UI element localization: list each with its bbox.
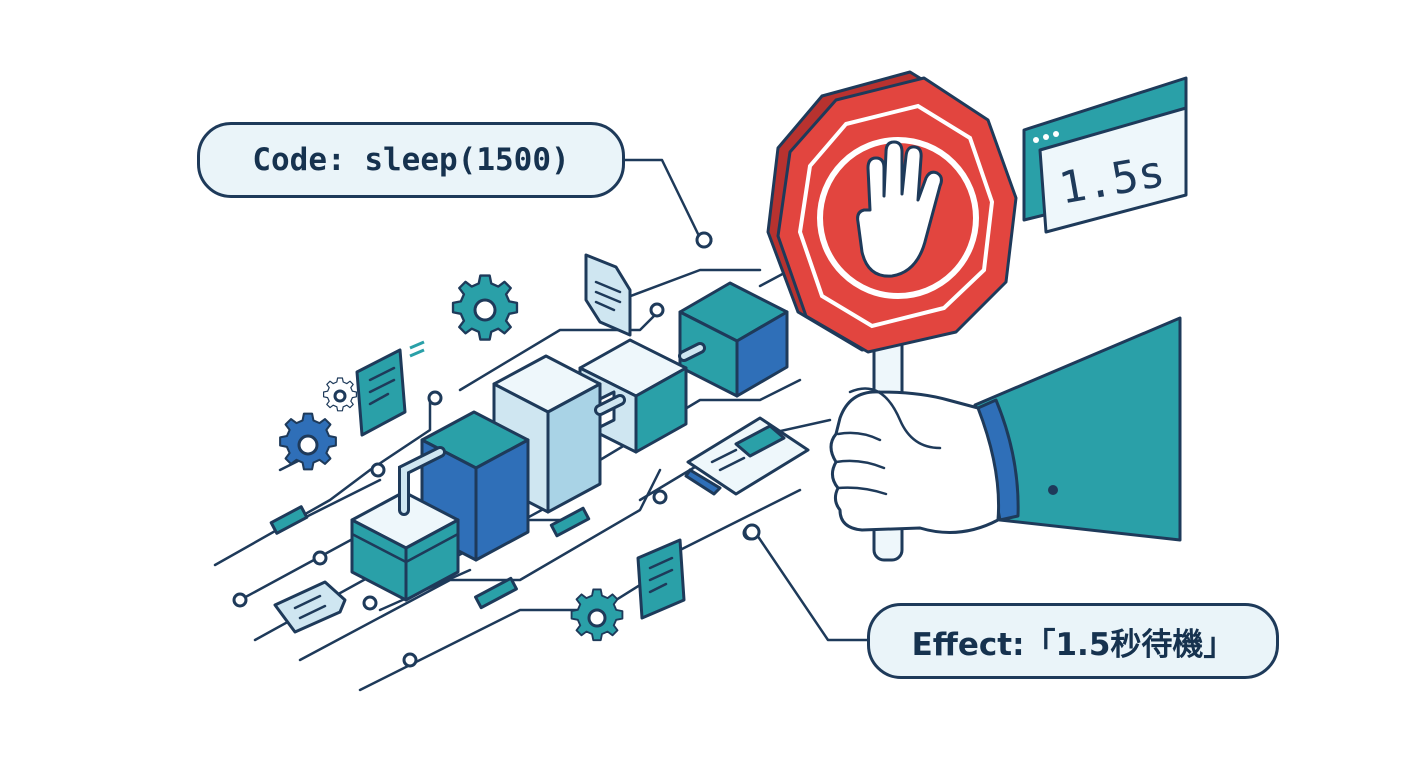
gear-icon: [451, 274, 519, 341]
gear-icon: [279, 412, 337, 471]
effect-callout: Effect:「1.5秒待機」: [867, 603, 1279, 679]
pipeline-blocks: [350, 268, 792, 602]
document-icon: [273, 580, 347, 634]
document-icon: [584, 253, 632, 337]
timer-display-icon: 1.5s: [1022, 76, 1188, 234]
effect-label: Effect:「1.5秒待機」: [911, 626, 1235, 663]
document-icon: [684, 416, 810, 496]
document-icon: [355, 340, 425, 437]
gear-icon: [322, 377, 358, 412]
code-label: Code: sleep(1500): [252, 142, 570, 178]
hand-arm-icon: [829, 316, 1182, 542]
code-callout: Code: sleep(1500): [197, 122, 625, 198]
gear-icon: [570, 588, 624, 642]
block-cube: [678, 281, 789, 398]
document-icon: [636, 538, 686, 620]
block-cube: [350, 446, 460, 602]
callout-connectors: [623, 158, 869, 642]
